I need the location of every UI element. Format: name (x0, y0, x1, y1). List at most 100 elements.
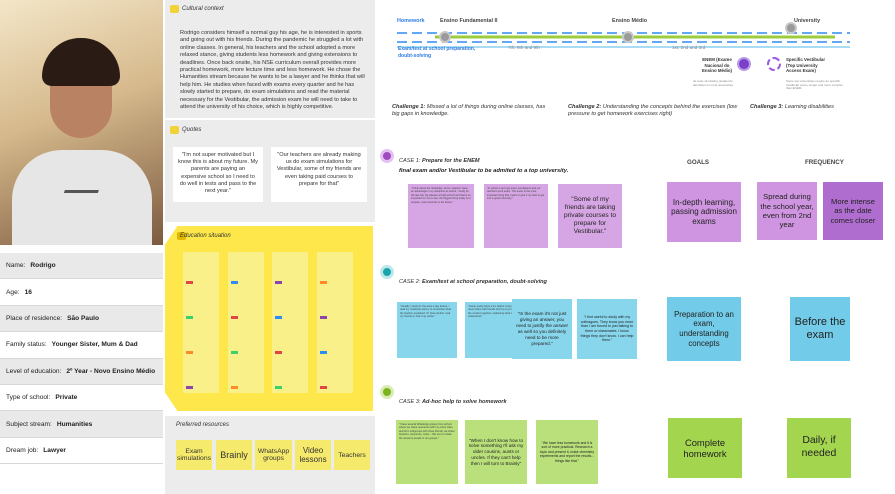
target-icon (380, 149, 394, 163)
case-2-frequency: Before the exam (790, 297, 850, 361)
case-2-heading: CASE 2: Exam/test at school preparation,… (399, 279, 547, 285)
field-age: Age: 16 (0, 279, 163, 306)
quote-2: "Our teachers are already making us do e… (271, 147, 367, 202)
field-label: Type of school: (6, 394, 51, 402)
enem-sub: do tests simulating (academic admission … (693, 79, 734, 87)
field-label: Place of residence: (6, 314, 63, 322)
challenge-label: Challenge 1: (392, 104, 426, 110)
persona-fields: Name:Rodrigo Age: 16 Place of residence: S… (0, 253, 163, 465)
timeline-ef: Ensino Fundamental II (440, 18, 498, 24)
resource-video-lessons: Video lessons (295, 440, 331, 470)
timeline-node-em (622, 31, 634, 43)
field-family: Family status: Younger Sister, Mum & Dad (0, 332, 163, 359)
note-tag (231, 351, 238, 354)
resources-title: Preferred resources (176, 422, 230, 428)
context-card (165, 0, 375, 118)
field-value: 2º Year - Novo Ensino Médio (66, 367, 156, 375)
field-value: Humanities (56, 420, 93, 428)
field-school-type: Type of school: Private (0, 385, 163, 412)
note-tag (186, 351, 193, 354)
tag-icon (170, 126, 179, 134)
note-tag (320, 386, 327, 389)
field-label: Level of education: (6, 367, 62, 375)
enem-label: ENEM (Exame Nacional do Ensino Médio) (701, 57, 732, 74)
enem-node (737, 57, 751, 71)
case-1-subtitle: final exam and/or Vestibular to be admit… (399, 168, 569, 174)
challenge-text: Missed a lot of things during online cla… (392, 104, 546, 117)
challenge-1: Challenge 1: Missed a lot of things duri… (392, 104, 552, 118)
timeline-node-uni (785, 22, 797, 34)
context-text: Rodrigo considers himself a normal guy h… (180, 30, 365, 111)
field-label: Family status: (6, 341, 47, 349)
note-tag (320, 281, 327, 284)
tag-icon (170, 5, 179, 13)
field-value: Younger Sister, Mum & Dad (51, 341, 138, 349)
timeline-uni: University (794, 18, 821, 24)
note-tag (275, 281, 282, 284)
note-tag (186, 281, 193, 284)
field-label: Age: (6, 288, 20, 296)
case-2-note-1: "Usually I study for the tests a day bef… (397, 302, 457, 358)
challenge-text: Learning disabilities (784, 104, 834, 110)
case-title: Prepare for the ENEM (422, 158, 480, 164)
case-label: CASE 1: (399, 158, 421, 164)
field-dream-job: Dream job:Lawyer (0, 438, 163, 465)
quotes-title: Quotes (182, 127, 202, 133)
resource-brainly: Brainly (216, 440, 252, 470)
vestibular-label: Specific Vestibular (Top University Acce… (786, 57, 826, 74)
note-tag (231, 281, 238, 284)
case-3-note-1: "I have several WhatsApp groups from sch… (396, 420, 458, 484)
note-tag (275, 316, 282, 319)
note-tag (231, 386, 238, 389)
resource-exam-simulations: Exam simulations (176, 440, 212, 470)
case-label: CASE 2: (399, 279, 421, 285)
shirt-logo-shape (59, 190, 99, 206)
case-1-frequency-2: More intense as the date comes closer (823, 182, 883, 240)
goals-header: GOALS (687, 159, 710, 166)
quote-1: "I'm not super motivated but I know this… (173, 147, 263, 202)
field-value: São Paulo (67, 314, 99, 322)
case-3-note-2: "When I don't know how to solve somethin… (465, 420, 527, 484)
education-title: Education situation (180, 233, 231, 239)
grades-em: 1st, 2nd and 3rd (672, 45, 706, 50)
field-residence: Place of residence: São Paulo (0, 305, 163, 333)
challenge-3: Challenge 3: Learning disabilities (750, 104, 890, 111)
target-icon (380, 385, 394, 399)
field-value: Private (55, 394, 78, 402)
case-2-note-3: "In the exam it's not just giving an ans… (512, 299, 572, 359)
case-1-goal: In-depth learning, passing admission exa… (667, 182, 741, 242)
vestibular-node (767, 57, 781, 71)
note-tag (320, 316, 327, 319)
target-icon (380, 265, 394, 279)
case-label: CASE 3: (399, 399, 421, 405)
tag-icon (177, 232, 186, 240)
field-value: Lawyer (43, 446, 66, 454)
case-1-note-1: "I think about the Vestibular, since I s… (408, 184, 474, 248)
timeline-em: Ensino Médio (612, 18, 648, 24)
field-value: 16 (24, 288, 32, 296)
challenge-2: Challenge 2: Understanding the concepts … (568, 104, 738, 118)
vestibular-sub: Some top universities require an specifi… (786, 79, 843, 91)
hair-shape (42, 38, 120, 86)
case-1-frequency-1: Spread during the school year, even from… (757, 182, 817, 240)
field-label: Subject stream: (6, 420, 52, 428)
case-title: Exam/test at school preparation, doubt-s… (422, 279, 547, 285)
case-3-heading: CASE 3: Ad-hoc help to solve homework (399, 399, 507, 405)
note-tag (231, 316, 238, 319)
case-2-note-4: "I find useful to study with my colleagu… (577, 299, 637, 359)
challenge-label: Challenge 2: (568, 104, 602, 110)
resource-teachers: Teachers (334, 440, 370, 470)
field-label: Name: (6, 262, 26, 270)
frequency-header: FREQUENCY (805, 159, 844, 166)
grades-ef: 7th, 8th and 9th (508, 45, 540, 50)
case-3-note-3: "We have less homework and it is sort of… (536, 420, 598, 484)
case-3-frequency: Daily, if needed (787, 418, 851, 478)
case-1-note-2: "In school I can't get exam simulations … (484, 184, 548, 248)
note-tag (186, 316, 193, 319)
resource-whatsapp: WhatsApp groups (255, 440, 292, 470)
field-name: Name:Rodrigo (0, 253, 163, 280)
persona-photo (0, 0, 163, 245)
case-2-goal: Preparation to an exam, understanding co… (667, 297, 741, 361)
shirt-shape (12, 150, 152, 245)
